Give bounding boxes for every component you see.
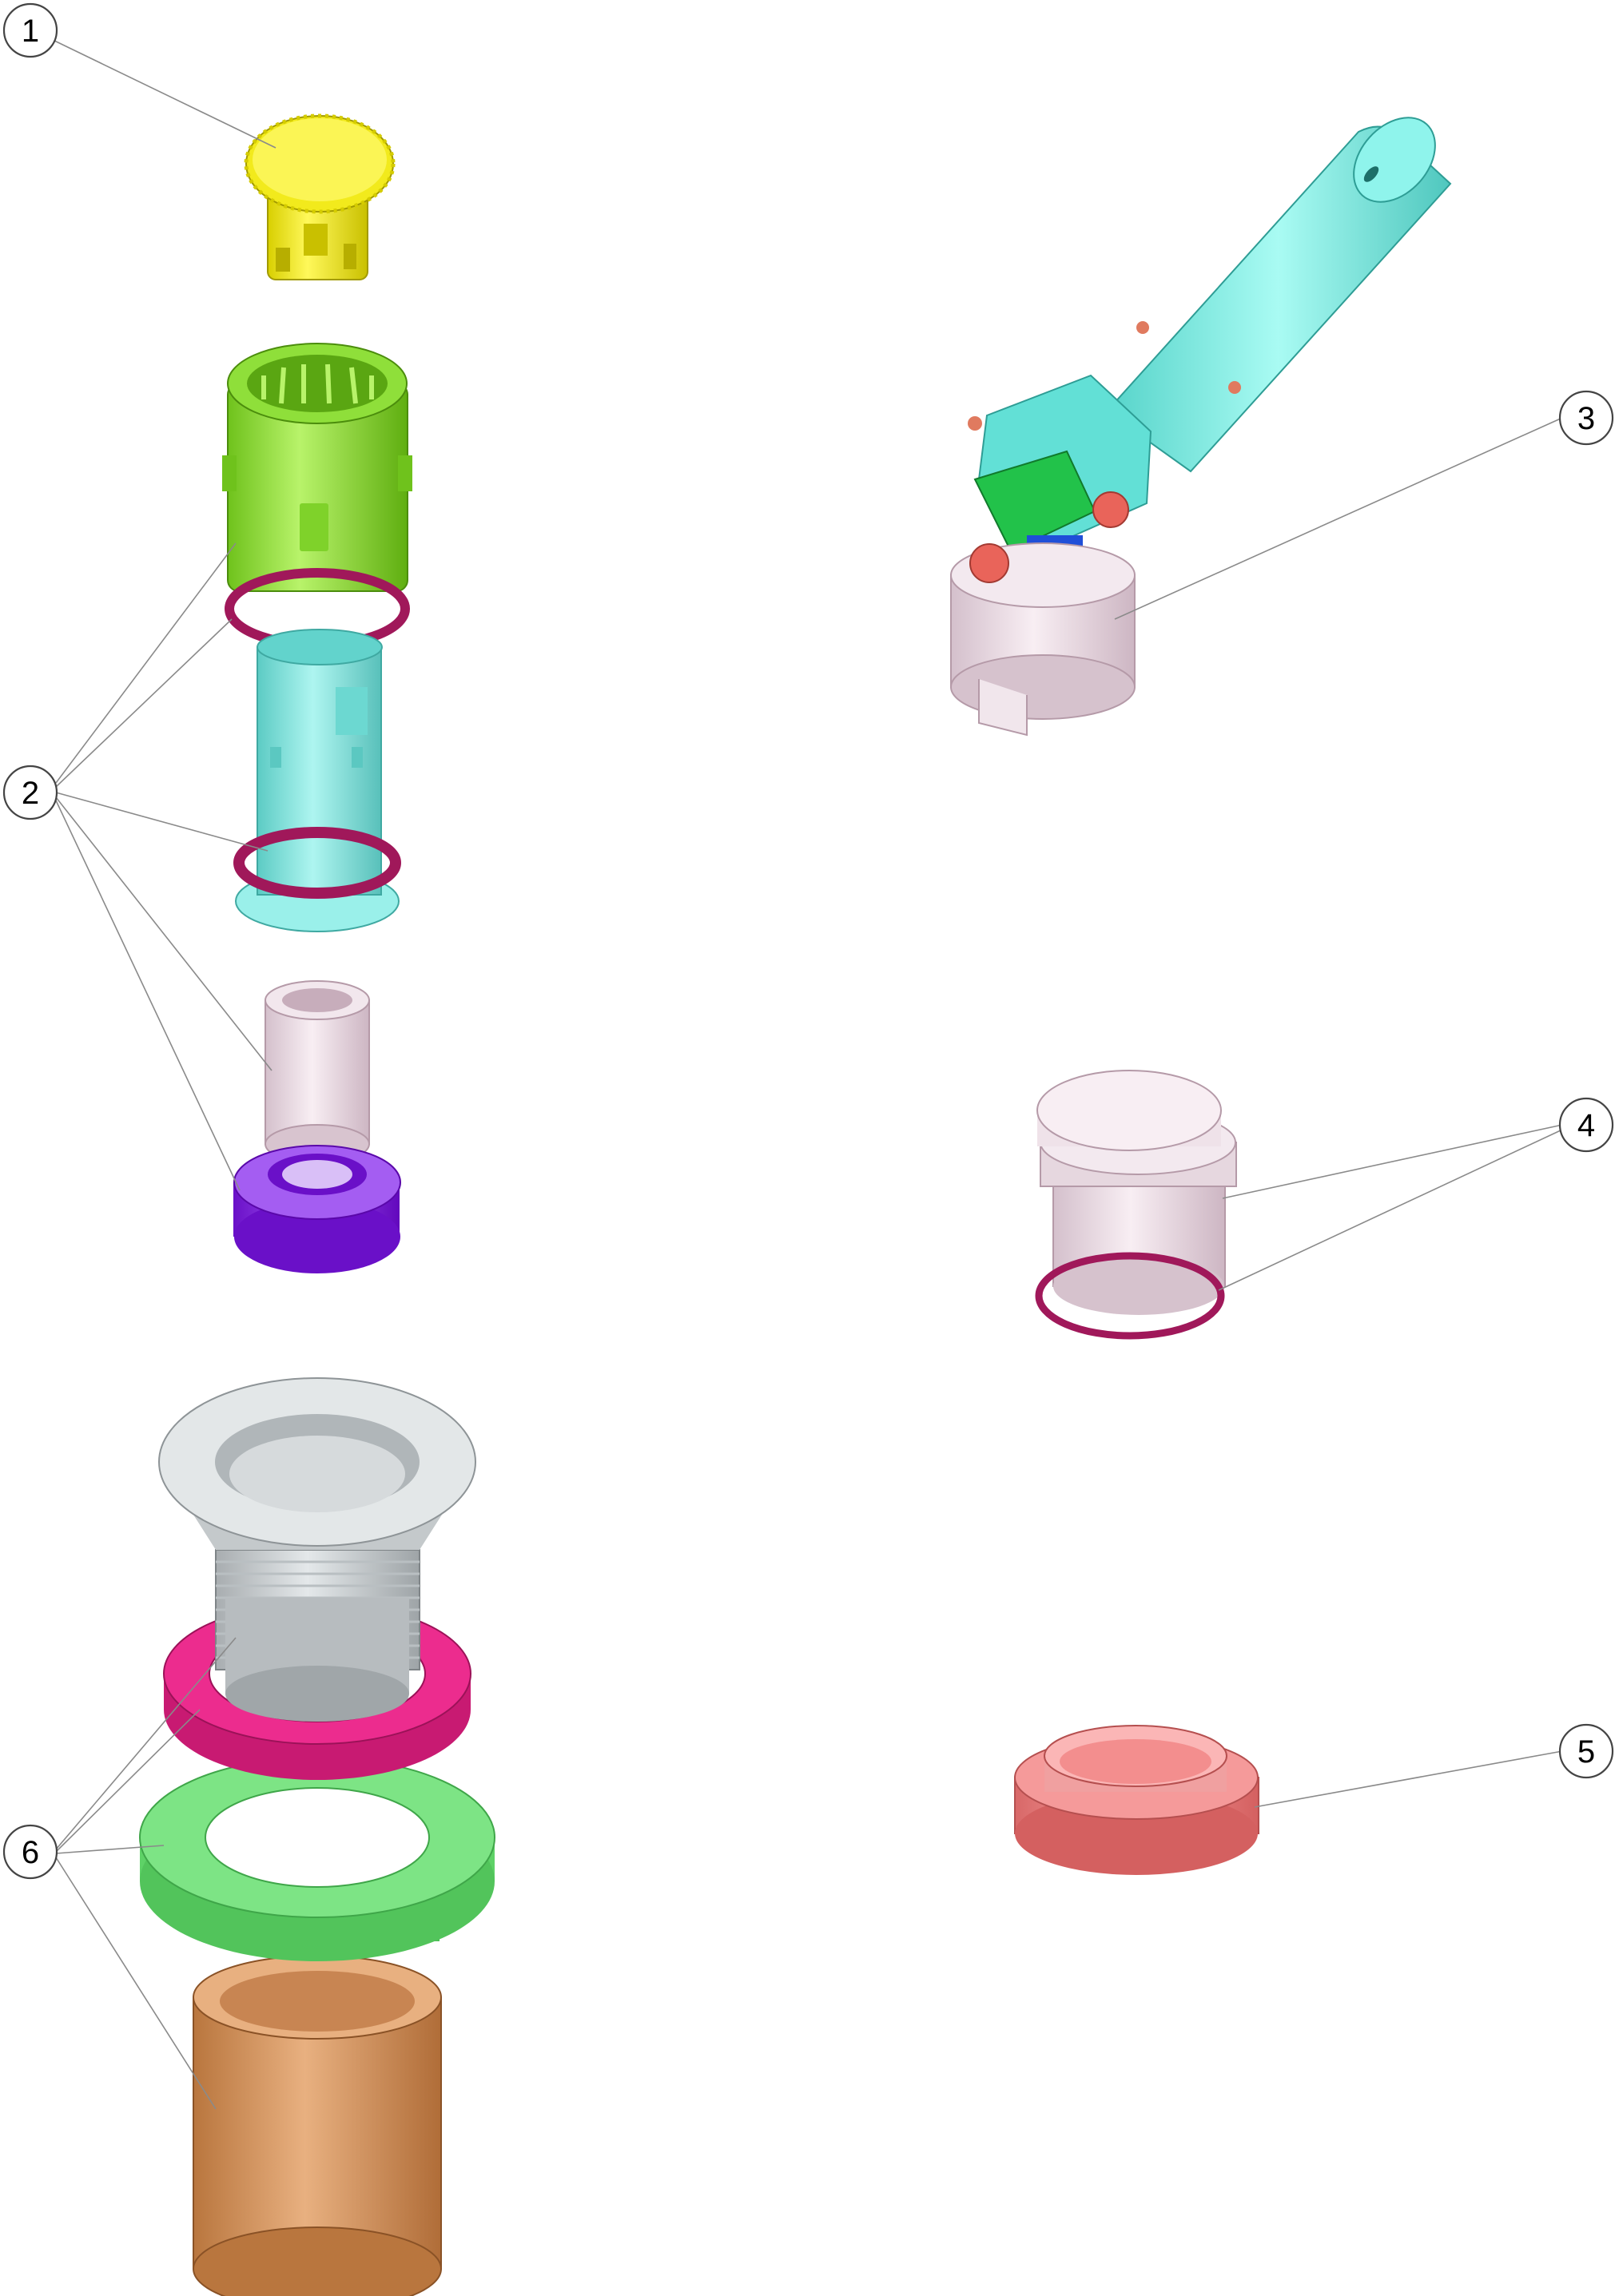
callout-2: 2 [2,765,58,820]
callout-1-label: 1 [22,14,39,49]
green-housing [222,343,412,592]
salmon-cap [1014,1725,1259,1875]
callout-1: 1 [2,2,58,58]
leader-2-e [55,800,241,1191]
leader-6-c [55,1845,165,1854]
o-ring-lower [233,827,401,899]
o-ring-plug [1035,1252,1225,1340]
callout-4: 4 [1558,1097,1614,1153]
leader-2-c [55,792,269,852]
callout-2-label: 2 [22,776,39,811]
green-lock-nut [139,1757,495,1961]
leader-5 [1254,1750,1563,1808]
handle-tool [950,117,1452,737]
leader-4-b [1218,1129,1563,1291]
pink-sleeve [265,980,370,1164]
leader-6-a [55,1637,237,1850]
grey-flange-fitting [158,1377,476,1722]
callout-5: 5 [1558,1723,1614,1779]
leader-2-b [55,618,233,788]
callout-4-label: 4 [1577,1108,1595,1143]
leader-lines [49,38,1563,2110]
leader-6-b [55,1709,201,1853]
callout-5-label: 5 [1577,1734,1595,1770]
callout-6: 6 [2,1824,58,1880]
purple-collar [233,1145,401,1273]
leader-3 [1114,417,1563,620]
yellow-cap [244,113,396,280]
pink-plug [1036,1070,1237,1315]
leader-2-a [55,542,237,784]
callout-3-label: 3 [1577,401,1595,436]
leader-1 [49,38,276,149]
leader-6-d [55,1857,217,2110]
callout-6-label: 6 [22,1835,39,1870]
callout-3: 3 [1558,390,1614,446]
tan-sleeve [193,1955,442,2296]
leader-2-d [55,796,272,1071]
leader-4-a [1222,1124,1563,1199]
